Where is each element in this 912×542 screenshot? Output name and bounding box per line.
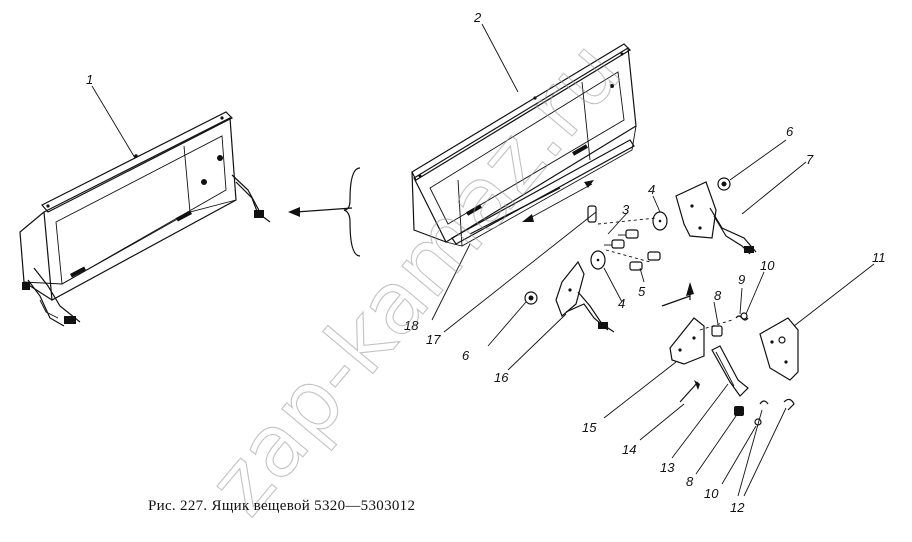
callout-6-upper: 6 (786, 124, 794, 139)
callout-13: 13 (660, 460, 675, 475)
assembly-arrow (288, 167, 361, 257)
callout-7: 7 (806, 152, 814, 167)
callout-10-lower: 10 (704, 486, 719, 501)
callout-5: 5 (638, 284, 646, 299)
fasteners-cluster (524, 177, 731, 307)
callout-8-upper: 8 (714, 288, 722, 303)
callout-2: 2 (473, 10, 482, 25)
callout-18: 18 (404, 318, 419, 333)
callout-4-lower: 4 (618, 296, 625, 311)
callout-1: 1 (86, 72, 93, 87)
callout-17: 17 (426, 332, 441, 347)
callout-4: 4 (648, 182, 655, 197)
callout-8-lower: 8 (686, 474, 694, 489)
cover-plate (759, 317, 799, 381)
callout-12: 12 (730, 500, 745, 515)
callout-15: 15 (582, 420, 597, 435)
callout-11: 11 (872, 250, 886, 265)
box-housing (411, 43, 637, 247)
hinge-bracket-left (555, 260, 615, 333)
assembled-glove-box (19, 111, 271, 327)
callout-labels: 1 2 3 4 4 5 6 6 7 8 8 9 10 10 11 12 13 1… (86, 10, 886, 515)
callout-6-lower: 6 (462, 348, 470, 363)
callout-9: 9 (738, 272, 745, 287)
latch-assembly (669, 312, 795, 426)
callout-10-upper: 10 (760, 258, 775, 273)
figure-caption: Рис. 227. Ящик вещевой 5320—5303012 (148, 498, 416, 514)
callout-14: 14 (622, 442, 636, 457)
leader-lines (91, 23, 875, 497)
callout-3: 3 (622, 202, 630, 217)
hinge-bracket-right (675, 181, 757, 255)
callout-16: 16 (494, 370, 509, 385)
